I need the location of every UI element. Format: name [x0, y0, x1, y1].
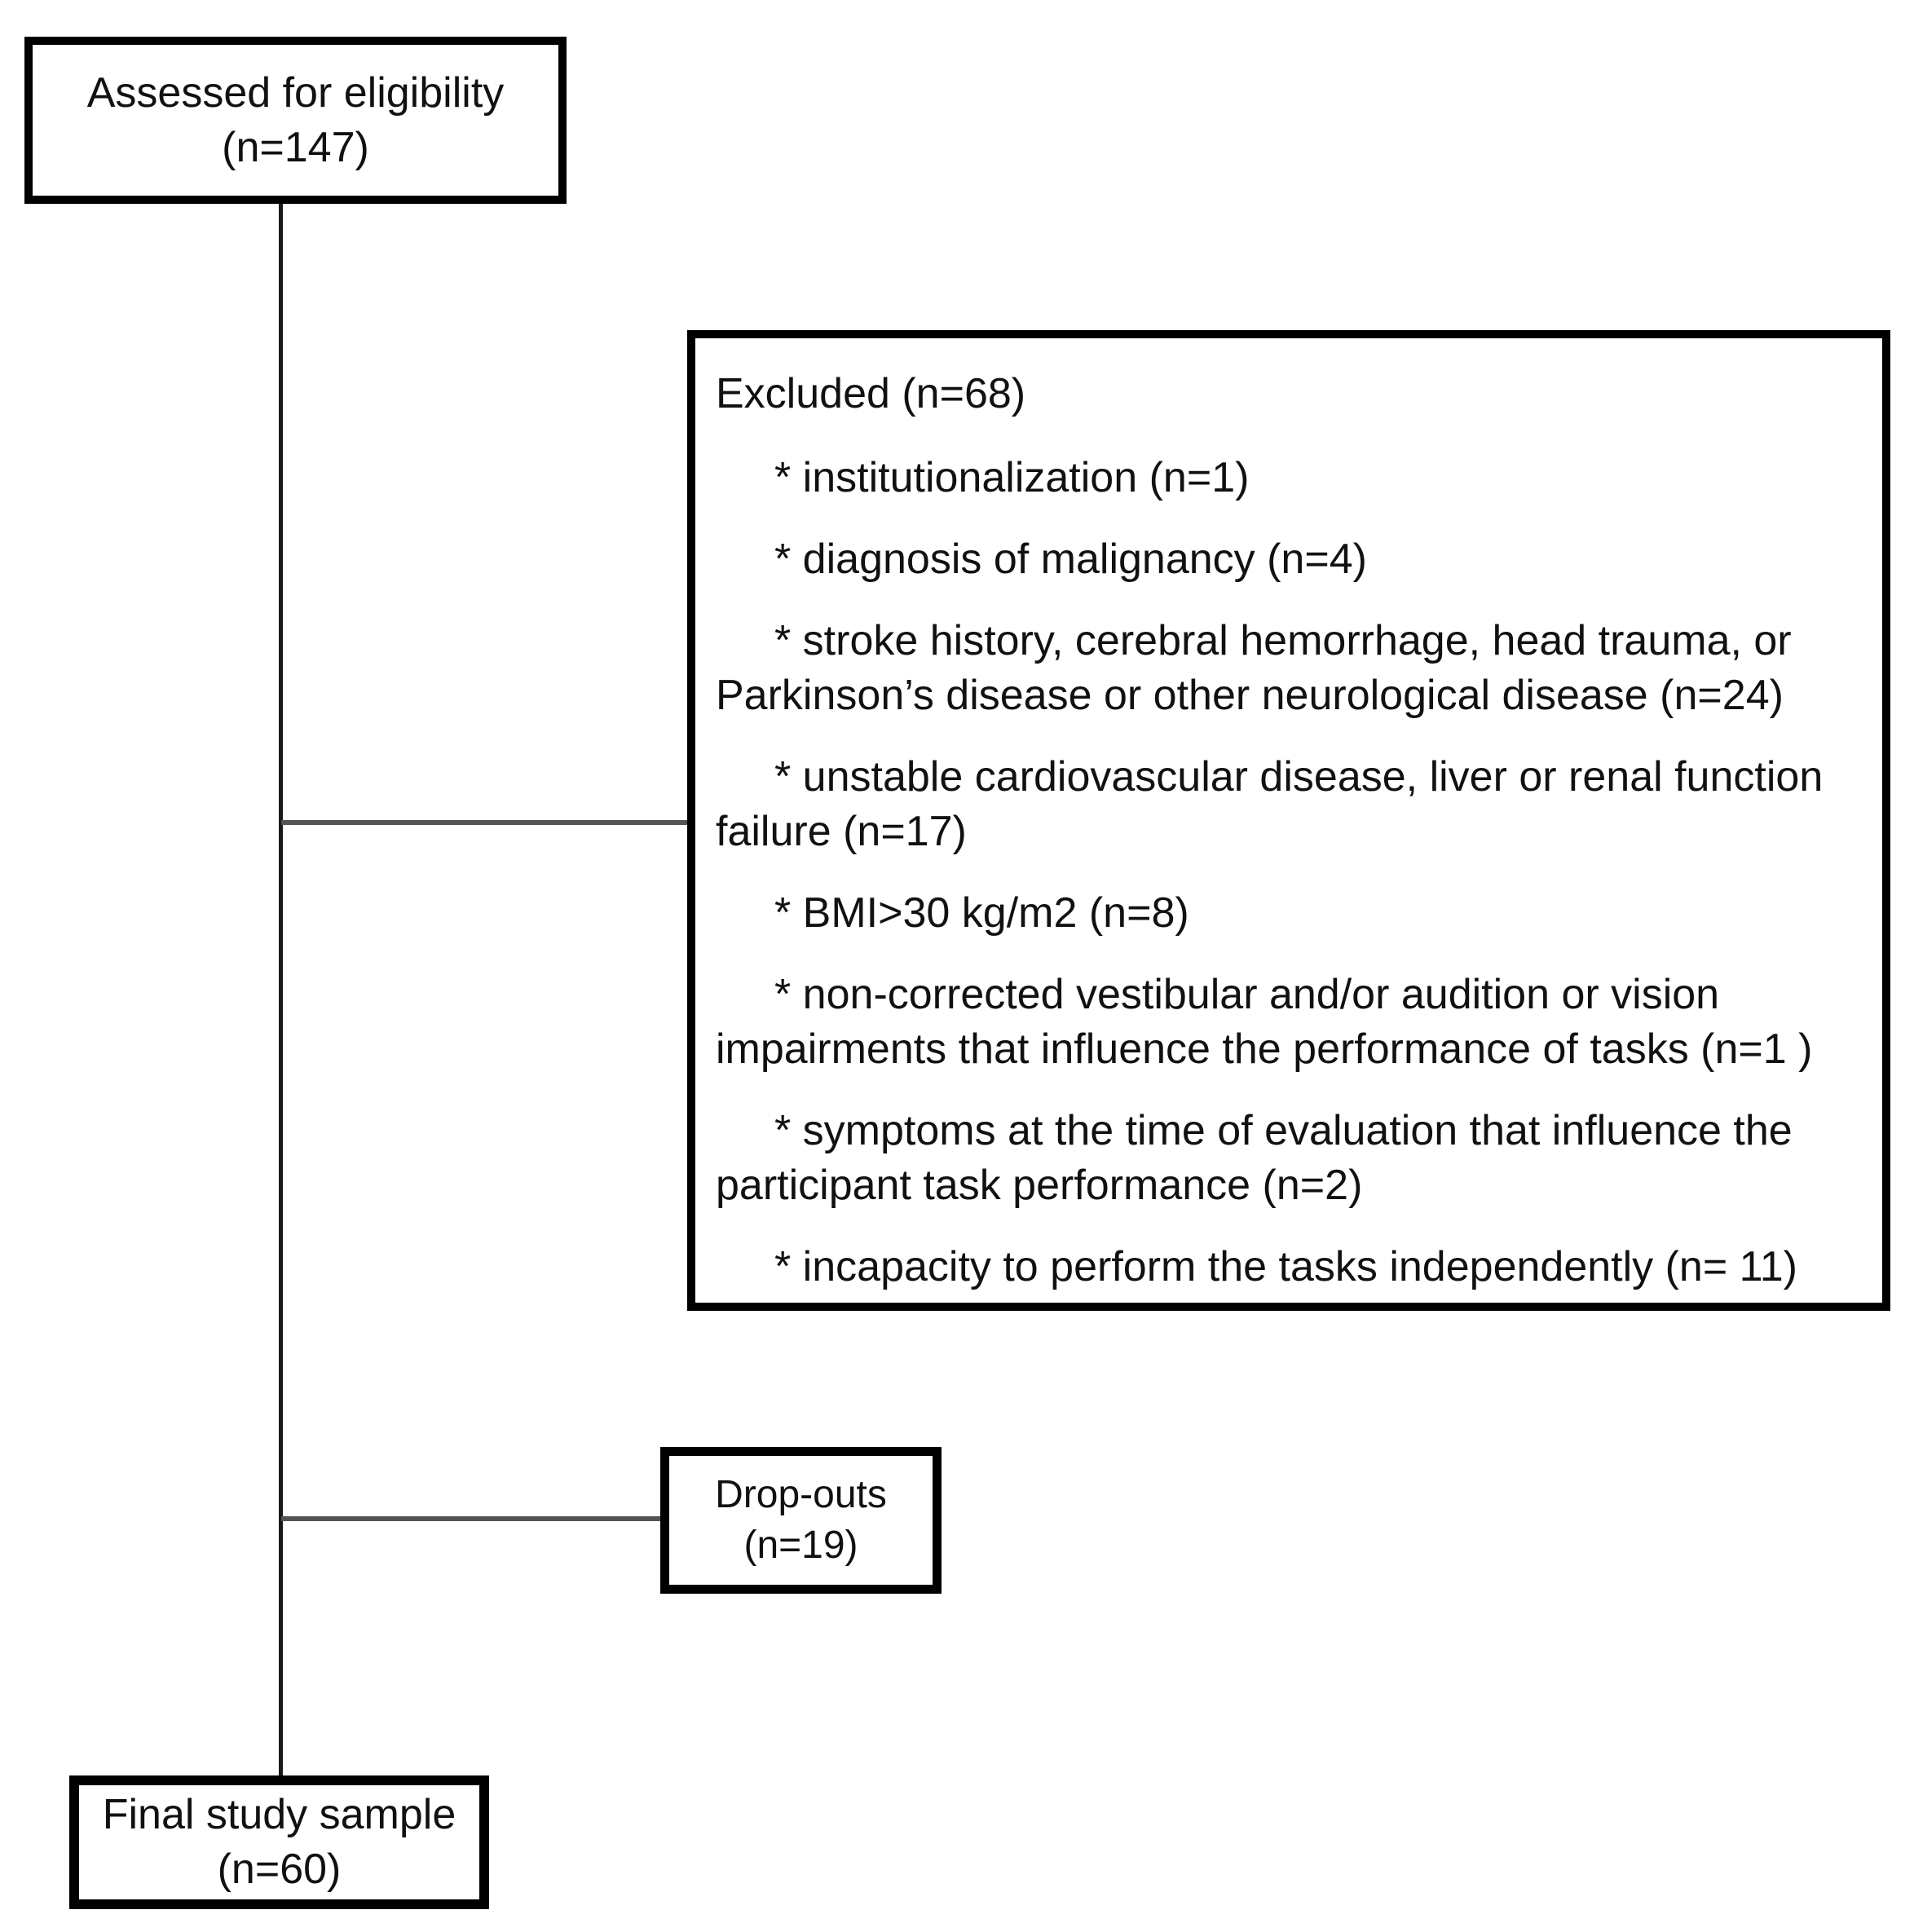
- excluded-item-bmi: * BMI>30 kg/m2 (n=8): [774, 889, 1189, 937]
- drop-outs-box: Drop-outs (n=19): [660, 1447, 942, 1594]
- excluded-item-symptoms: * symptoms at the time of evaluation tha…: [716, 1107, 1793, 1209]
- dropouts-label: Drop-outs: [715, 1473, 887, 1516]
- final-label: Final study sample: [102, 1791, 456, 1838]
- assessed-label: Assessed for eligibility: [86, 68, 505, 117]
- excluded-item-cardiovascular: * unstable cardiovascular disease, liver…: [716, 753, 1824, 855]
- final-study-sample-box: Final study sample (n=60): [69, 1775, 489, 1909]
- excluded-item-malignancy: * diagnosis of malignancy (n=4): [774, 536, 1367, 583]
- assessed-count: (n=147): [222, 123, 369, 171]
- excluded-item-sensory-impairments: * non-corrected vestibular and/or auditi…: [716, 971, 1813, 1073]
- connector-to-dropouts-line: [281, 1516, 660, 1521]
- excluded-title: Excluded (n=68): [716, 370, 1026, 417]
- excluded-box: Excluded (n=68) * institutionalization (…: [687, 330, 1890, 1311]
- vertical-connector-line: [279, 200, 283, 1779]
- dropouts-count: (n=19): [743, 1524, 858, 1567]
- assessed-for-eligibility-box: Assessed for eligibility (n=147): [24, 37, 567, 204]
- excluded-item-institutionalization: * institutionalization (n=1): [774, 454, 1250, 501]
- final-count: (n=60): [217, 1846, 342, 1893]
- connector-to-excluded-line: [281, 820, 687, 825]
- excluded-item-neurological: * stroke history, cerebral hemorrhage, h…: [716, 617, 1792, 719]
- excluded-item-incapacity: * incapacity to perform the tasks indepe…: [774, 1243, 1797, 1290]
